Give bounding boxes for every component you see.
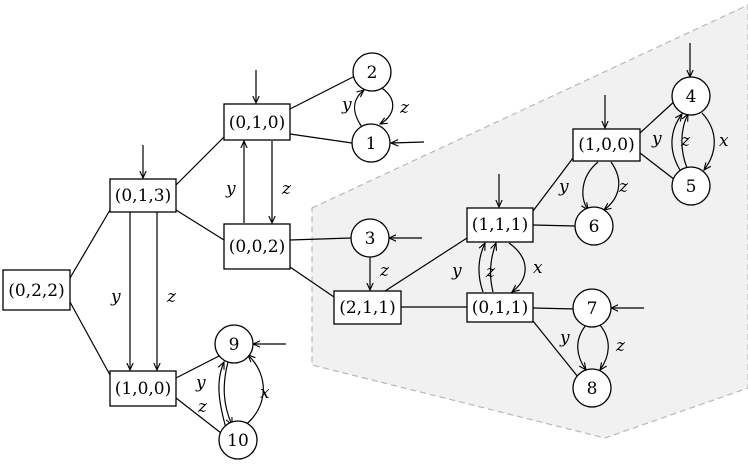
- arrow-n100r-c6-z: [604, 161, 620, 210]
- state-box-011-label: (0,1,1): [472, 298, 529, 318]
- label-c7-c8-z: z: [615, 336, 626, 356]
- label-c1-c2-z: z: [399, 98, 410, 118]
- label-c7-c8-y: y: [559, 328, 570, 348]
- state-box-100-left: (1,0,0): [109, 370, 177, 407]
- state-box-002-label: (0,0,2): [229, 237, 286, 257]
- state-circle-5-label: 5: [686, 177, 697, 197]
- state-circle-1-label: 1: [366, 134, 377, 154]
- arrow-c5-c4-z: [681, 114, 688, 169]
- arrow-c1-c2-y: [354, 90, 364, 128]
- state-circle-6: 6: [574, 206, 614, 246]
- state-circle-8: 8: [572, 368, 612, 408]
- edge-n010-c1: [289, 133, 353, 144]
- edge-n022-n013: [69, 209, 111, 279]
- label-n013-n100-z: z: [166, 287, 177, 307]
- arrow-n111-n011-x: [508, 242, 526, 292]
- state-circle-4: 4: [671, 76, 711, 116]
- edge-n111-n100r: [532, 157, 574, 212]
- arrow-c10-c9-x: [243, 355, 264, 427]
- edge-n013-n010: [175, 136, 225, 186]
- label-n100r-c6-z: z: [618, 177, 629, 197]
- arrow-c9-c10-z: [223, 361, 232, 425]
- state-circle-6-label: 6: [589, 217, 600, 237]
- label-n100r-c6-y: y: [558, 177, 569, 197]
- edge-n010-c2: [289, 76, 354, 110]
- arrow-n011-n111-y: [478, 243, 485, 293]
- state-circle-3: 3: [350, 218, 390, 258]
- arrow-c4-c5-x: [701, 112, 715, 170]
- label-n013-n100-y: y: [110, 287, 121, 307]
- edge-n100r-c4: [639, 98, 678, 134]
- arrow-c7-c8-y: [577, 324, 586, 370]
- state-circle-10: 10: [218, 420, 258, 460]
- edge-n002-n211: [289, 266, 335, 298]
- edge-n002-c3: [289, 237, 352, 241]
- state-box-022: (0,2,2): [2, 269, 71, 311]
- label-c9-c10-y: y: [195, 373, 206, 393]
- arrow-n011-n111-z: [490, 243, 496, 293]
- label-n111-n011-z: z: [485, 262, 496, 282]
- state-box-010-label: (0,1,0): [229, 113, 286, 133]
- init-arrow-c1: [391, 142, 425, 143]
- arrow-c5-c4-y: [671, 114, 682, 171]
- state-box-111-label: (1,1,1): [472, 215, 529, 235]
- state-circle-2-label: 2: [367, 63, 378, 83]
- label-n011-n111-x: x: [533, 258, 543, 278]
- box-nodes: (0,2,2) (0,1,3) (0,1,0) (0,0,2) (1,0,0) …: [2, 103, 641, 407]
- label-c3-n211-z: z: [379, 261, 390, 281]
- edge-n013-n002: [175, 209, 225, 241]
- state-circle-7-label: 7: [587, 299, 598, 319]
- state-circle-4-label: 4: [686, 87, 697, 107]
- edge-n100r-c5: [639, 152, 676, 181]
- state-box-013-label: (0,1,3): [115, 186, 172, 206]
- arrow-c2-c1-z: [380, 86, 394, 124]
- edge-n011-c7: [532, 307, 577, 310]
- arrow-c10-c9-yz: [219, 362, 227, 429]
- state-circle-9: 9: [214, 324, 254, 364]
- state-box-011: (0,1,1): [466, 292, 534, 323]
- state-circle-2: 2: [352, 52, 392, 92]
- label-n111-n011-y: y: [451, 261, 462, 281]
- state-box-010: (0,1,0): [223, 103, 291, 141]
- state-circle-8-label: 8: [587, 379, 598, 399]
- label-c9-c10-z: z: [197, 397, 208, 417]
- state-circle-7: 7: [572, 288, 612, 328]
- label-c10-c9-x: x: [260, 383, 270, 403]
- edge-labels: y z y z y z y z x z y z x y z y z x y z: [110, 95, 729, 417]
- arrow-n100r-c6-y: [583, 161, 599, 210]
- label-n010-n002-z: z: [281, 179, 292, 199]
- state-circle-10-label: 10: [227, 431, 249, 451]
- edges: [69, 43, 715, 434]
- state-box-022-label: (0,2,2): [8, 281, 65, 301]
- state-circle-3-label: 3: [365, 229, 376, 249]
- edge-n211-n111: [381, 237, 468, 294]
- edge-n011-c8: [532, 320, 579, 378]
- state-box-111: (1,1,1): [466, 207, 534, 243]
- state-box-100-left-label: (1,0,0): [115, 379, 172, 399]
- label-c5-c4-z: z: [680, 131, 691, 151]
- state-box-211-label: (2,1,1): [339, 298, 396, 318]
- state-box-002: (0,0,2): [223, 223, 291, 270]
- circle-nodes: 2 1 3 9 10 4 5 6: [214, 52, 711, 460]
- state-circle-9-label: 9: [229, 335, 240, 355]
- state-box-100-right-label: (1,0,0): [578, 135, 635, 155]
- edge-n100l-c10: [175, 397, 222, 434]
- label-n002-n010-y: y: [225, 179, 236, 199]
- state-box-013: (0,1,3): [109, 178, 177, 213]
- arrow-c7-c8-z: [600, 324, 609, 370]
- edge-n100l-c9: [175, 355, 220, 379]
- state-box-100-right: (1,0,0): [572, 128, 641, 162]
- label-c4-c5-x: x: [719, 131, 729, 151]
- state-box-211: (2,1,1): [333, 290, 402, 325]
- label-c2-c1-y: y: [341, 95, 352, 115]
- label-c5-c4-y: y: [651, 129, 662, 149]
- edge-n022-n100l: [69, 301, 111, 376]
- state-circle-5: 5: [671, 166, 711, 206]
- state-circle-1: 1: [351, 123, 391, 163]
- edge-n111-c6: [532, 224, 576, 227]
